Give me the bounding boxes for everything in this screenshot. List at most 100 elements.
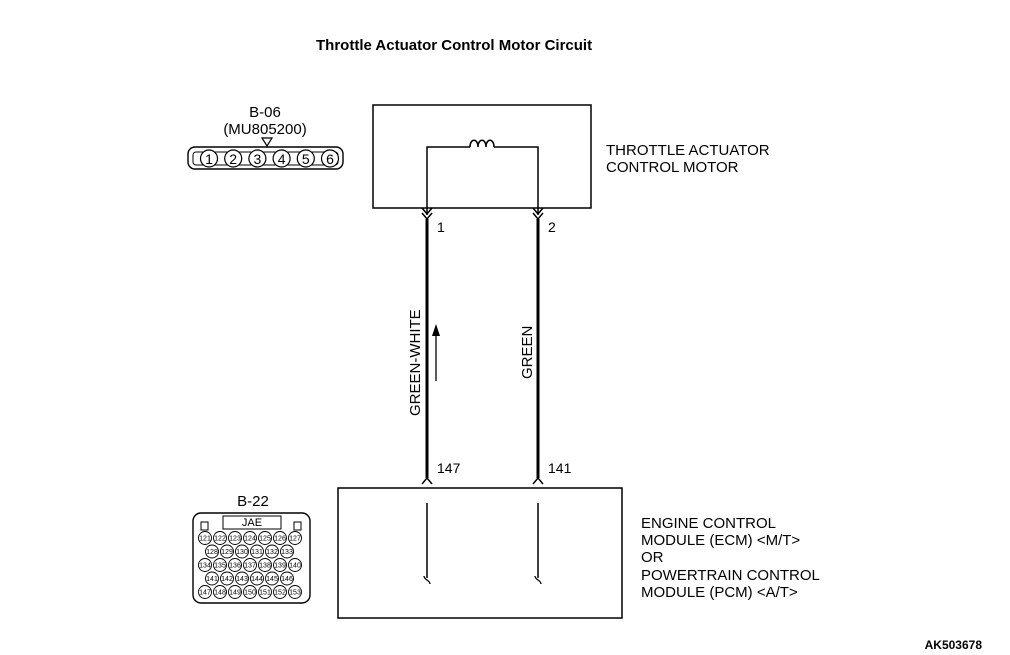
svg-text:127: 127 bbox=[289, 536, 301, 543]
svg-text:152: 152 bbox=[274, 590, 286, 597]
connector-b22-pin: 136 bbox=[228, 558, 242, 572]
connector-b22-pin: 146 bbox=[280, 571, 294, 586]
svg-text:149: 149 bbox=[229, 590, 241, 597]
svg-text:143: 143 bbox=[236, 576, 248, 583]
connector-b22-pin: 143 bbox=[235, 571, 249, 586]
connector-b22-pin: 124 bbox=[243, 531, 257, 545]
connector-b22-pin: 126 bbox=[273, 531, 287, 545]
svg-text:134: 134 bbox=[199, 563, 211, 570]
svg-text:6: 6 bbox=[326, 151, 334, 167]
connector-b22-pin: 141 bbox=[205, 571, 219, 586]
connector-b22-pin: 148 bbox=[213, 585, 227, 599]
current-arrow-icon bbox=[432, 324, 440, 381]
svg-text:135: 135 bbox=[214, 563, 226, 570]
svg-text:137: 137 bbox=[244, 563, 256, 570]
svg-text:128: 128 bbox=[206, 549, 218, 556]
svg-text:141: 141 bbox=[206, 576, 218, 583]
module-label-line3: OR bbox=[641, 549, 664, 566]
motor-coil-icon bbox=[426, 139, 539, 215]
connector-b22-pin: 147 bbox=[198, 585, 212, 599]
connector-b22-pin: 121 bbox=[198, 531, 212, 545]
connector-b22-pin: 122 bbox=[213, 531, 227, 545]
connector-b22-pin: 130 bbox=[235, 544, 249, 559]
connector-b22-pin: 153 bbox=[288, 585, 302, 599]
connector-b06-pin: 2 bbox=[224, 149, 243, 168]
connector-b22-pin: 135 bbox=[213, 558, 227, 572]
svg-text:123: 123 bbox=[229, 536, 241, 543]
svg-text:145: 145 bbox=[266, 576, 278, 583]
connector-b22-pin: 142 bbox=[220, 571, 234, 586]
module-break-icon-147 bbox=[423, 575, 431, 585]
svg-text:5: 5 bbox=[302, 151, 310, 167]
motor-pin-1-label: 1 bbox=[437, 219, 445, 235]
connector-b22-pin: 129 bbox=[220, 544, 234, 559]
module-pin-147-label: 147 bbox=[437, 460, 461, 476]
svg-text:121: 121 bbox=[199, 536, 211, 543]
svg-text:132: 132 bbox=[266, 549, 278, 556]
module-label-line5: MODULE (PCM) <A/T> bbox=[641, 584, 798, 601]
connector-b22-pin: 144 bbox=[250, 571, 264, 586]
motor-label-line2: CONTROL MOTOR bbox=[606, 159, 739, 176]
module-pin-141-label: 141 bbox=[548, 460, 572, 476]
connector-b22-pin: 131 bbox=[250, 544, 264, 559]
module-box bbox=[337, 487, 623, 619]
svg-text:4: 4 bbox=[278, 151, 286, 167]
connector-b22-pin: 149 bbox=[228, 585, 242, 599]
connector-b06-id: B-06 bbox=[249, 104, 281, 121]
connector-b22-pin: 123 bbox=[228, 531, 242, 545]
connector-b22-pin: 125 bbox=[258, 531, 272, 545]
connector-b06-pin: 5 bbox=[296, 149, 315, 168]
svg-text:130: 130 bbox=[236, 549, 248, 556]
connector-b06-pin: 3 bbox=[248, 149, 267, 168]
connector-b22-pin: 127 bbox=[288, 531, 302, 545]
motor-box bbox=[372, 104, 592, 209]
module-label-line4: POWERTRAIN CONTROL bbox=[641, 567, 820, 584]
connector-b22-pin: 134 bbox=[198, 558, 212, 572]
svg-text:138: 138 bbox=[259, 563, 271, 570]
svg-text:124: 124 bbox=[244, 536, 256, 543]
connector-b06-part: (MU805200) bbox=[223, 121, 306, 138]
svg-text:122: 122 bbox=[214, 536, 226, 543]
connector-b22-id: B-22 bbox=[237, 493, 269, 510]
motor-pin-2-label: 2 bbox=[548, 219, 556, 235]
connector-b22-pin: 150 bbox=[243, 585, 257, 599]
connector-b22-pin: 132 bbox=[265, 544, 279, 559]
connector-b22-pin: 133 bbox=[280, 544, 294, 559]
svg-text:136: 136 bbox=[229, 563, 241, 570]
svg-text:140: 140 bbox=[289, 563, 301, 570]
svg-text:144: 144 bbox=[251, 576, 263, 583]
connector-b22-pin: 139 bbox=[273, 558, 287, 572]
motor-label-line1: THROTTLE ACTUATOR bbox=[606, 142, 770, 159]
diagram-title: Throttle Actuator Control Motor Circuit bbox=[316, 37, 592, 54]
module-label-line1: ENGINE CONTROL bbox=[641, 515, 776, 532]
wire-label-green: GREEN bbox=[519, 326, 536, 379]
module-label-line2: MODULE (ECM) <M/T> bbox=[641, 532, 800, 549]
svg-text:131: 131 bbox=[251, 549, 263, 556]
connector-b22-pin: 137 bbox=[243, 558, 257, 572]
svg-text:139: 139 bbox=[274, 563, 286, 570]
svg-text:151: 151 bbox=[259, 590, 271, 597]
svg-text:133: 133 bbox=[281, 549, 293, 556]
connector-b22-maker: JAE bbox=[242, 517, 262, 529]
svg-text:2: 2 bbox=[229, 151, 237, 167]
connector-b22-pin: 151 bbox=[258, 585, 272, 599]
connector-b22-pin: 138 bbox=[258, 558, 272, 572]
connector-b22-pin: 128 bbox=[205, 544, 219, 559]
svg-text:148: 148 bbox=[214, 590, 226, 597]
svg-text:147: 147 bbox=[199, 590, 211, 597]
wire-label-green-white: GREEN-WHITE bbox=[407, 309, 424, 416]
svg-text:3: 3 bbox=[254, 151, 262, 167]
connector-b06-pin: 6 bbox=[320, 149, 340, 168]
svg-text:129: 129 bbox=[221, 549, 233, 556]
svg-text:125: 125 bbox=[259, 536, 271, 543]
svg-text:142: 142 bbox=[221, 576, 233, 583]
svg-text:1: 1 bbox=[205, 151, 213, 167]
connector-b06-pin: 1 bbox=[199, 149, 219, 168]
svg-text:150: 150 bbox=[244, 590, 256, 597]
connector-b22-pin: 140 bbox=[288, 558, 302, 572]
svg-text:153: 153 bbox=[289, 590, 301, 597]
svg-text:126: 126 bbox=[274, 536, 286, 543]
